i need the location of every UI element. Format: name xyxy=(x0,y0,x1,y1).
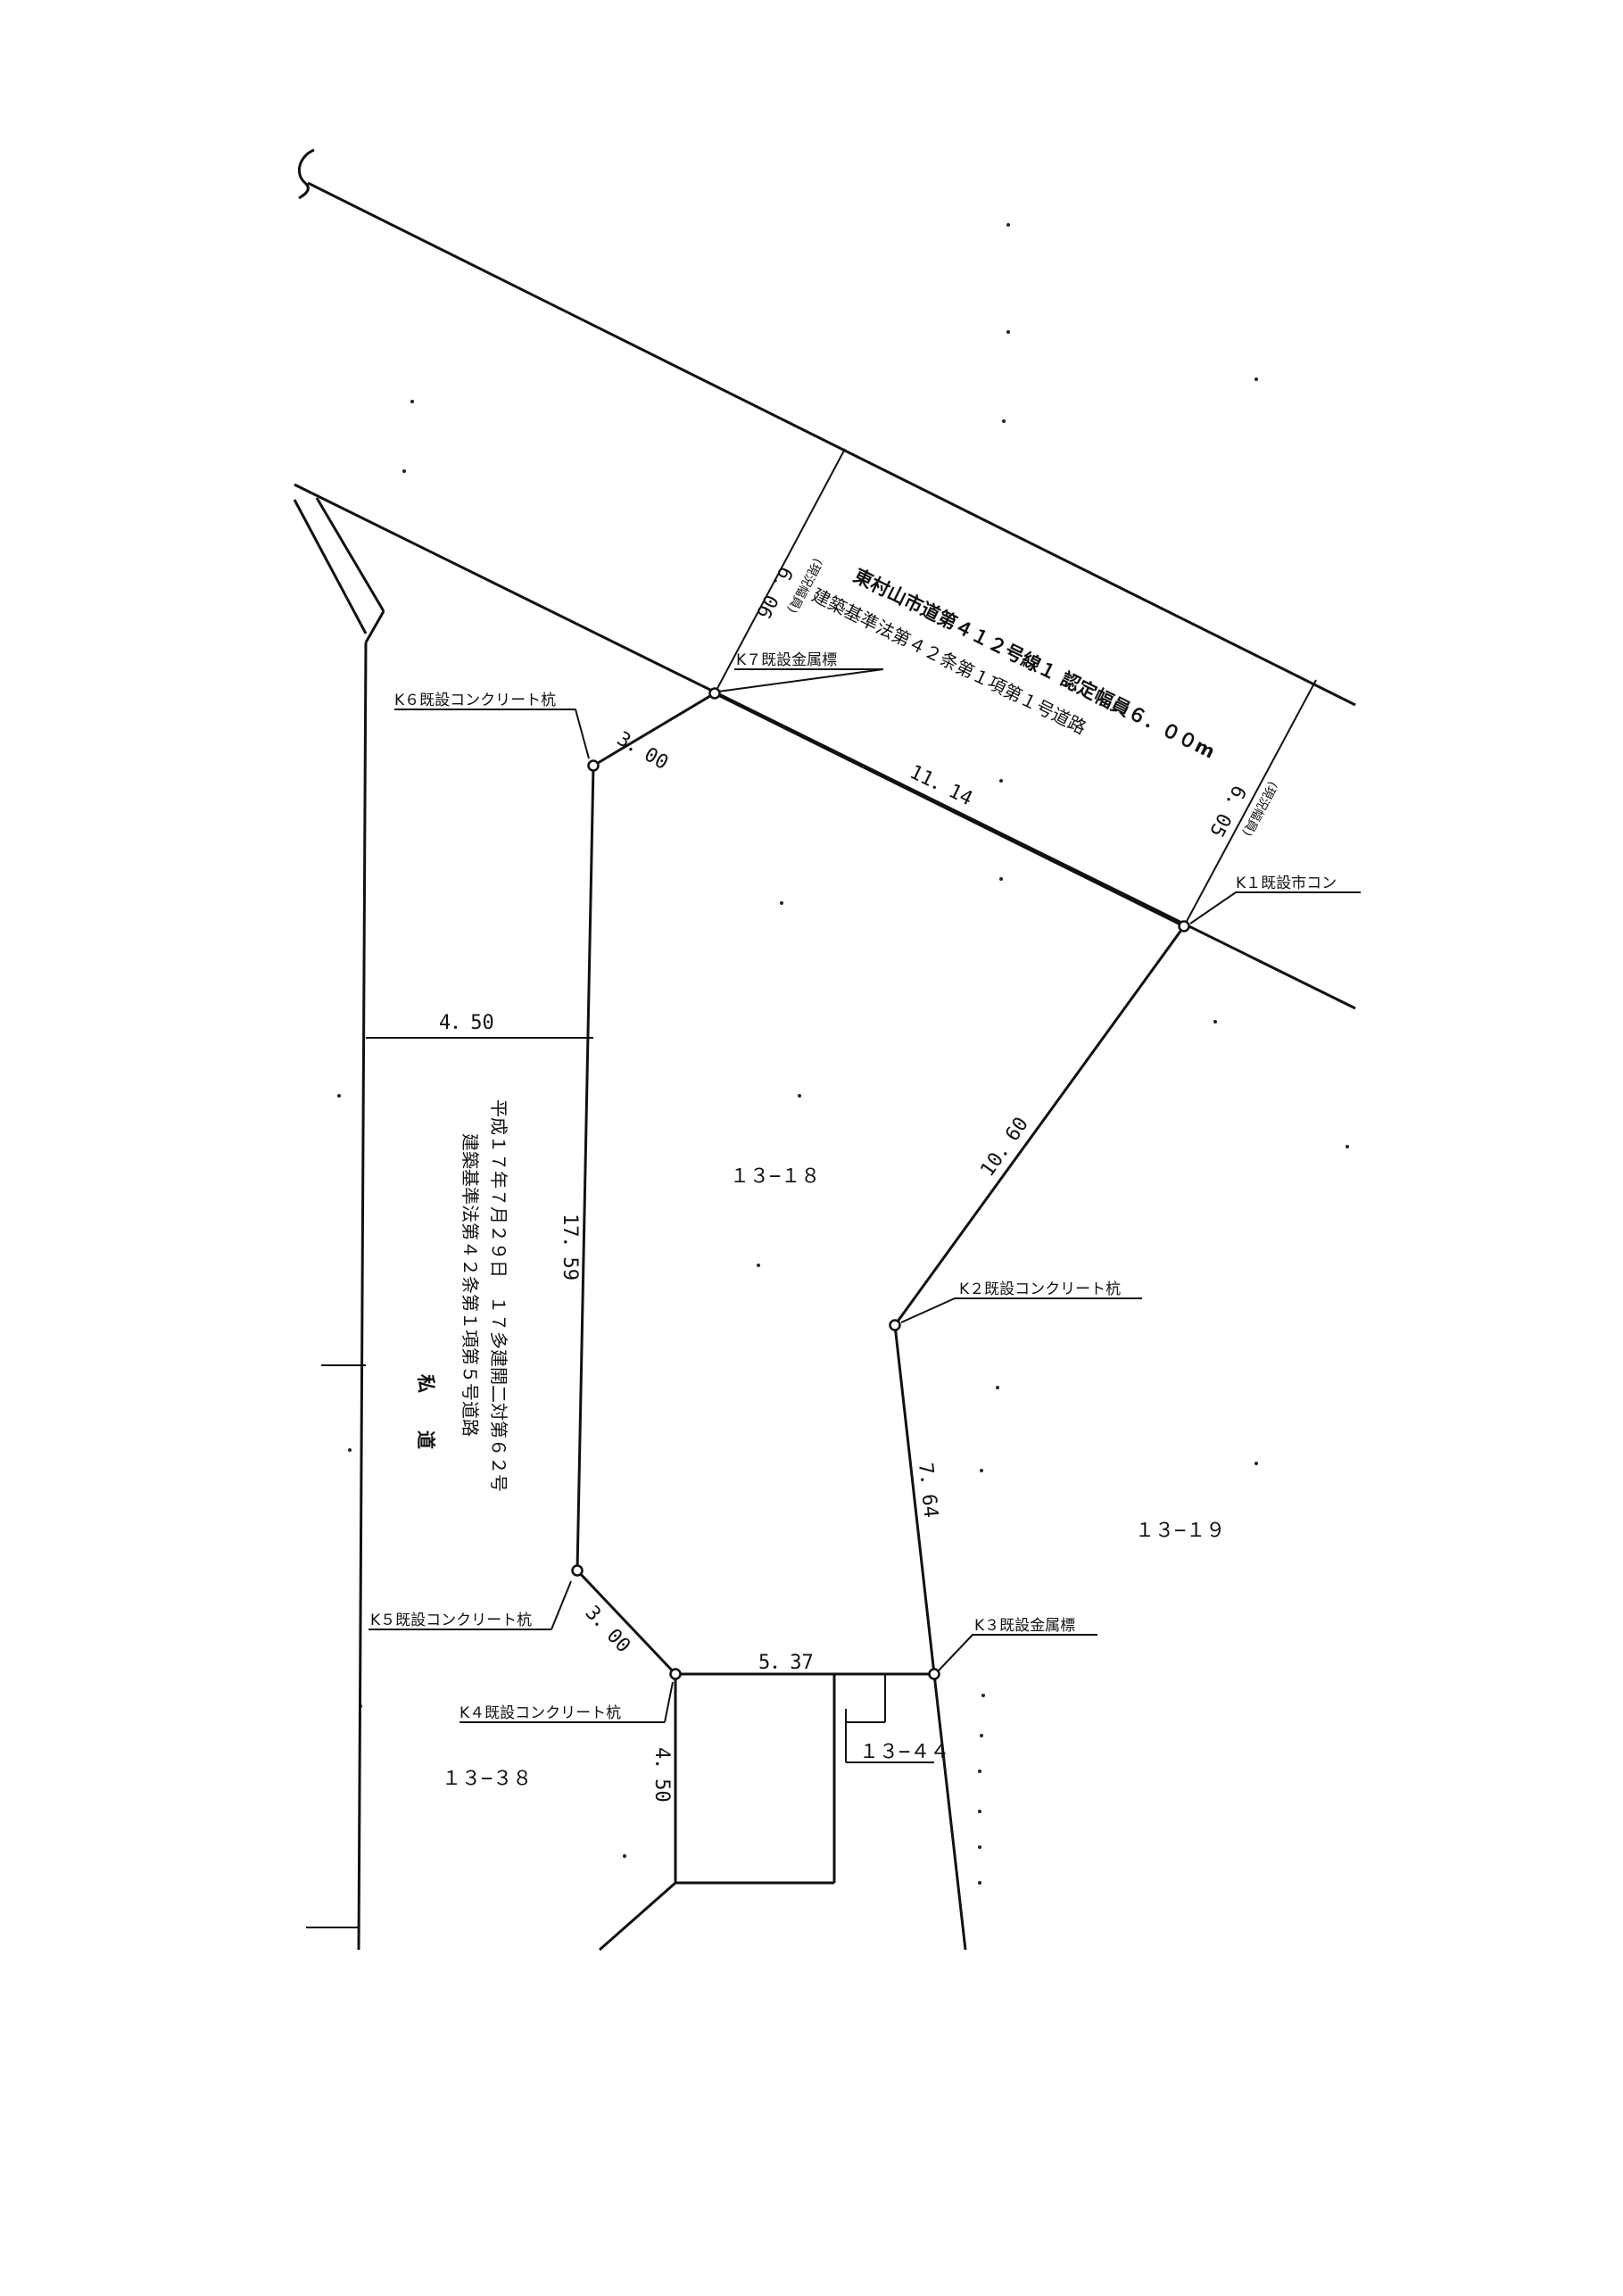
stake-k5 xyxy=(571,1564,584,1577)
label-k7: K７既設金属標 xyxy=(736,651,837,669)
stake-k4 xyxy=(669,1668,682,1680)
dim-17-59: 17．59 xyxy=(559,1214,581,1281)
stake-k2 xyxy=(889,1319,901,1331)
label-k5: K５既設コンクリート杭 xyxy=(370,1612,532,1629)
label-k4: K４既設コンクリート杭 xyxy=(460,1704,621,1722)
stake-k1 xyxy=(1178,920,1190,932)
dim-6-06: 6．06 xyxy=(751,563,797,622)
dim-5-37: 5．37 xyxy=(758,1652,814,1674)
boundary-lines xyxy=(293,148,1356,1952)
lot-13-38: １３−３８ xyxy=(442,1768,532,1790)
stake-k3 xyxy=(928,1668,940,1680)
lot-13-18: １３−１８ xyxy=(730,1165,820,1188)
stake-points xyxy=(571,687,1190,1680)
lot-numbers: １３−１８ １３−１９ １３−３８ １３−４４ xyxy=(442,1165,1225,1790)
public-road-label: 東村山市道第４１２号線１ 認定幅員６．００m 建築基準法第４２条第１項第１号道路 xyxy=(808,565,1219,763)
dimension-labels: 6．06 (現況幅員) 6．05 (現況幅員) 3．00 11．14 4．50 … xyxy=(439,556,1279,1803)
leader-lines xyxy=(368,668,1361,1723)
scan-specks xyxy=(337,223,1349,1885)
private-road-line1: 建築基準法第４２条第１項第５号道路 xyxy=(460,1133,481,1437)
stake-labels: K１既設市コン K２既設コンクリート杭 K３既設金属標 K４既設コンクリート杭 … xyxy=(370,651,1337,1722)
dim-4-50-bottom: 4．50 xyxy=(650,1747,673,1803)
private-road-line2: 平成１７年７月２９日 １７多建開二対第６２号 xyxy=(488,1099,509,1492)
dim-7-64: 7．64 xyxy=(914,1462,941,1519)
dim-4-50-left: 4．50 xyxy=(439,1012,494,1034)
dim-3-00-bottom: 3．00 xyxy=(581,1602,634,1657)
label-k3: K３既設金属標 xyxy=(974,1617,1075,1635)
lot-13-44: １３−４４ xyxy=(859,1741,949,1763)
private-road-label: 私 道 建築基準法第４２条第１項第５号道路 平成１７年７月２９日 １７多建開二対… xyxy=(415,1099,509,1492)
label-k1: K１既設市コン xyxy=(1236,874,1337,892)
lot-13-19: １３−１９ xyxy=(1135,1520,1225,1542)
stake-k6 xyxy=(587,759,600,772)
dim-3-00-top: 3．00 xyxy=(613,728,672,775)
label-k2: K２既設コンクリート杭 xyxy=(959,1281,1121,1298)
private-road-title: 私 道 xyxy=(415,1374,436,1449)
label-k6: K６既設コンクリート杭 xyxy=(394,692,556,709)
public-road-line1: 東村山市道第４１２号線１ 認定幅員６．００m xyxy=(850,565,1219,763)
stake-k7 xyxy=(708,687,721,700)
dim-6-05-note: (現況幅員) xyxy=(1239,779,1280,839)
